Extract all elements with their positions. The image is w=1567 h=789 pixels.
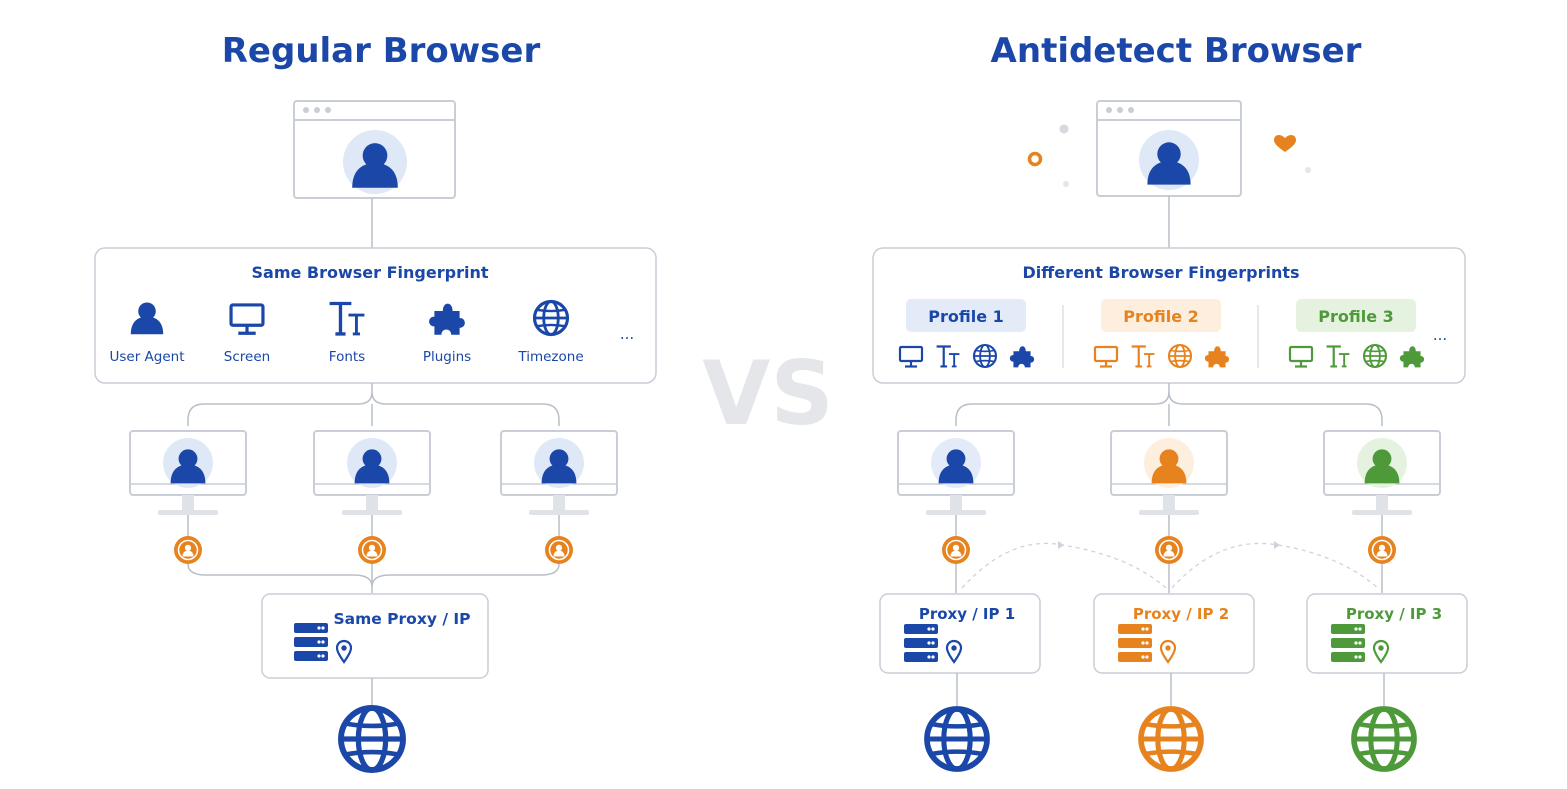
same-proxy-label: Same Proxy / IP [333,610,470,628]
regular-devices [129,430,618,564]
fingerprint-item-plugins: Plugins [423,349,471,365]
internet-globe-icon [927,709,987,769]
user-badge [174,536,202,564]
antidetect-devices [897,430,1441,593]
proxy-box-3: Proxy / IP 3 [1306,593,1468,769]
fingerprint-item-timezone: Timezone [517,349,583,365]
profile-label: Profile 1 [928,307,1004,326]
internet-globe-icon [341,708,403,770]
device-monitor [1323,430,1441,564]
fingerprint-item-screen: Screen [224,349,270,365]
antidetect-browser-title: Antidetect Browser [991,31,1362,71]
device-monitor [129,430,247,564]
user-badge [545,536,573,564]
vs-label: VS [702,342,833,445]
proxy-label: Proxy / IP 1 [919,605,1015,623]
server-icon [904,624,938,662]
same-proxy-box: Same Proxy / IP [261,593,489,679]
user-badge [1155,536,1183,564]
fingerprint-item-user-agent: User Agent [109,349,184,365]
user-badge [358,536,386,564]
more-ellipsis: ... [1433,326,1447,344]
user-badge [942,536,970,564]
different-fingerprints-title: Different Browser Fingerprints [1022,263,1299,282]
profile-label: Profile 3 [1318,307,1394,326]
proxy-label: Proxy / IP 3 [1346,605,1442,623]
device-monitor [1110,430,1228,564]
fingerprint-item-fonts: Fonts [329,349,365,365]
server-icon [1331,624,1365,662]
device-monitor [897,430,1015,564]
different-fingerprints-box: Different Browser Fingerprints Profile 1… [872,247,1466,384]
heart-icon [1274,135,1296,152]
antidetect-browser-window [1096,100,1242,197]
internet-globe-icon [1141,709,1201,769]
server-icon [1118,624,1152,662]
dashed-connector [1171,542,1379,589]
device-monitor [313,430,431,564]
same-fingerprint-box: Same Browser Fingerprint User Agent Scre… [94,247,657,384]
profile-label: Profile 2 [1123,307,1199,326]
dashed-connector [961,542,1167,589]
device-monitor [500,430,618,564]
internet-globe-icon [1354,709,1414,769]
regular-browser-title: Regular Browser [222,31,541,71]
antidetect-proxies: Proxy / IP 1 Proxy / IP 2 Proxy / IP 3 [879,593,1468,769]
decor-ring [1027,151,1043,167]
server-icon [294,623,328,661]
profile-group-2: Profile 2 [1093,299,1230,369]
regular-browser-window [293,100,456,199]
more-ellipsis: ... [620,325,634,343]
decor-dot [1063,181,1069,187]
proxy-box-2: Proxy / IP 2 [1093,593,1255,769]
profile-group-3: Profile 3 [1288,299,1425,369]
decor-dot [1305,167,1311,173]
profile-group-1: Profile 1 [898,299,1035,369]
proxy-label: Proxy / IP 2 [1133,605,1229,623]
proxy-box-1: Proxy / IP 1 [879,593,1041,769]
decor-dot [1059,124,1069,134]
same-fingerprint-title: Same Browser Fingerprint [252,263,489,282]
user-badge [1368,536,1396,564]
profile-groups: Profile 1 Profile 2 Profile 3 [898,299,1425,369]
